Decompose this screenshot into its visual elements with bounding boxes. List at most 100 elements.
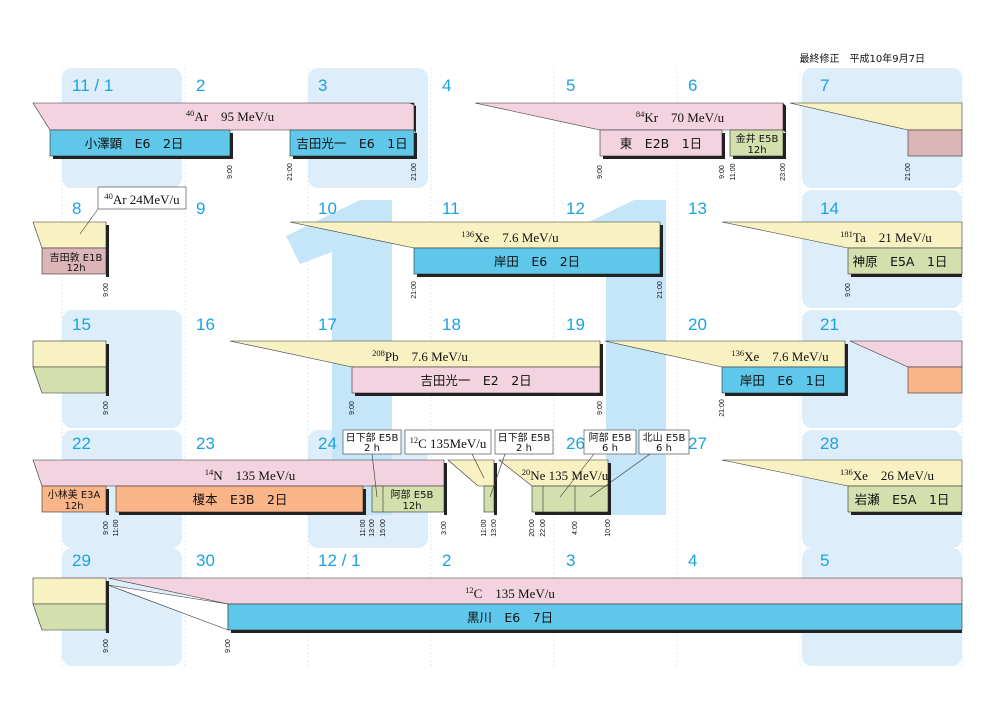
callout-leader xyxy=(471,453,485,479)
day-number: 28 xyxy=(820,434,839,453)
time-tick-label: 9:00 xyxy=(103,401,110,415)
day-number: 8 xyxy=(72,199,81,218)
hikishita-callout-box-2 xyxy=(494,429,554,455)
bar-shadow xyxy=(845,344,848,396)
kanai-experiment-duration: 12h xyxy=(747,145,766,156)
day-number: 9 xyxy=(196,199,205,218)
bar-shadow xyxy=(608,463,611,515)
ar24-callout-box xyxy=(97,186,187,210)
bar-shadow xyxy=(414,133,417,159)
day-number: 22 xyxy=(72,434,91,453)
kitayama-callout-label: 北山 E5B xyxy=(643,432,686,444)
bar-shadow xyxy=(660,225,663,277)
time-tick-label: 9:00 xyxy=(719,165,726,179)
time-tick-label: 11:00 xyxy=(730,163,737,180)
c12-beam-label: 12C 135 MeV/u xyxy=(465,585,555,601)
bar-shadow xyxy=(53,156,233,159)
bar-shadow xyxy=(106,489,109,515)
day-number: 29 xyxy=(72,551,91,570)
time-tick-label: 21:00 xyxy=(287,163,294,181)
week5-continuation-bar xyxy=(32,577,107,605)
kanbara-experiment-label: 神原 E5A 1日 xyxy=(853,254,948,269)
day-number: 23 xyxy=(196,434,215,453)
day-number: 6 xyxy=(688,76,697,95)
c12-callout-label: 12C 135MeV/u xyxy=(410,435,487,451)
bar-shadow xyxy=(119,512,366,515)
time-tick-label: 9:00 xyxy=(597,401,604,415)
day-number: 2 xyxy=(196,76,205,95)
day-number: 5 xyxy=(820,551,829,570)
higashi-experiment-bar xyxy=(599,129,723,157)
bar-shadow xyxy=(417,274,663,277)
kr70-beam-label: 84Kr 70 MeV/u xyxy=(636,109,725,125)
kitayama-callout-duration: 6 h xyxy=(656,443,672,454)
day-number: 17 xyxy=(318,315,337,334)
time-tick-label: 21:00 xyxy=(411,281,418,299)
time-tick-label: 22:00 xyxy=(540,519,547,537)
time-tick-label: 21:00 xyxy=(719,399,726,417)
ar24-callout-label: 40Ar 24MeV/u xyxy=(104,191,180,207)
bar-shadow xyxy=(783,103,786,133)
time-tick-label: 4:00 xyxy=(572,521,579,535)
time-tick-label: 10:00 xyxy=(605,519,612,537)
abe-experiment-duration-1: 12h xyxy=(402,501,421,512)
kanai-experiment-bar xyxy=(729,129,784,157)
bar-shadow xyxy=(444,463,447,515)
time-tick-label: 21:00 xyxy=(657,281,664,299)
bar-shadow xyxy=(494,463,497,515)
time-tick-label: 9:00 xyxy=(103,283,110,297)
xe136-beam-label-1: 136Xe 7.6 MeV/u xyxy=(461,229,559,245)
bar-shadow xyxy=(230,133,233,159)
c12-short-beam-bar xyxy=(447,459,495,487)
bar-shadow xyxy=(535,512,611,515)
day-number: 5 xyxy=(566,76,575,95)
kitayama-callout-box xyxy=(638,429,690,455)
day-number: 30 xyxy=(196,551,215,570)
hikishita-callout-label-1: 日下部 E5B xyxy=(346,431,399,444)
day-number: 12 xyxy=(566,199,585,218)
time-tick-label: 21:00 xyxy=(411,163,418,181)
kurokawa-experiment-bar xyxy=(227,603,963,631)
bar-shadow xyxy=(851,512,962,515)
time-tick-label: 20:00 xyxy=(529,519,536,537)
week-5-bars: 12C 135 MeV/u 黒川 E6 7日 xyxy=(32,577,963,633)
time-tick-label: 9:00 xyxy=(597,165,604,179)
day-number: 12 / 1 xyxy=(318,551,361,570)
ta181-beam-label: 181Ta 21 MeV/u xyxy=(840,229,932,245)
kanai-experiment-label: 金井 E5B xyxy=(736,132,779,145)
kurokawa-experiment-label: 黒川 E6 7日 xyxy=(467,610,553,625)
bar-shadow xyxy=(106,581,109,633)
yoshida-koichi-experiment-label: 吉田光一 E6 1日 xyxy=(296,136,407,151)
time-tick-label: 9:00 xyxy=(349,401,356,415)
hikishita-callout-duration-1: 2 h xyxy=(364,443,380,454)
yoshida-atsushi-experiment-duration: 12h xyxy=(66,263,85,274)
bar-shadow xyxy=(106,344,109,396)
xe136-beam-label-3: 136Xe 26 MeV/u xyxy=(840,467,934,483)
time-tick-label: 11:00 xyxy=(113,519,120,536)
bar-shadow xyxy=(783,133,786,159)
ar24-callout-leader xyxy=(79,208,99,235)
time-tick-label: 3:00 xyxy=(441,521,448,535)
bar-shadow xyxy=(106,225,109,277)
week-4-bars: 14N 135 MeV/u 小林美 E3A 12h 榎本 E3B 2日 阿部 E… xyxy=(32,429,963,515)
callout-leader xyxy=(559,453,595,498)
week3-next-sub-bar xyxy=(907,366,963,394)
week-3-bars: 208Pb 7.6 MeV/u 吉田光一 E2 2日 136Xe 7.6 MeV… xyxy=(32,340,963,396)
yoshida-atsushi-experiment-label: 吉田敦 E1B xyxy=(50,251,103,264)
abe-callout-duration-2: 6 h xyxy=(602,443,618,454)
time-tick-label: 13:00 xyxy=(491,519,498,537)
kanbara-experiment-bar xyxy=(847,247,963,275)
iwase-experiment-bar xyxy=(847,485,963,513)
day-number: 15 xyxy=(72,315,91,334)
bar-shadow xyxy=(600,344,603,396)
day-number: 11 xyxy=(442,199,460,218)
xe136-beam-label-2: 136Xe 7.6 MeV/u xyxy=(731,348,829,364)
bar-shadow xyxy=(355,393,603,396)
time-tick-label: 21:00 xyxy=(905,163,912,181)
day-number: 21 xyxy=(820,315,839,334)
ar24-beam-bar xyxy=(32,221,107,249)
kr70-beam-bar xyxy=(474,102,784,131)
